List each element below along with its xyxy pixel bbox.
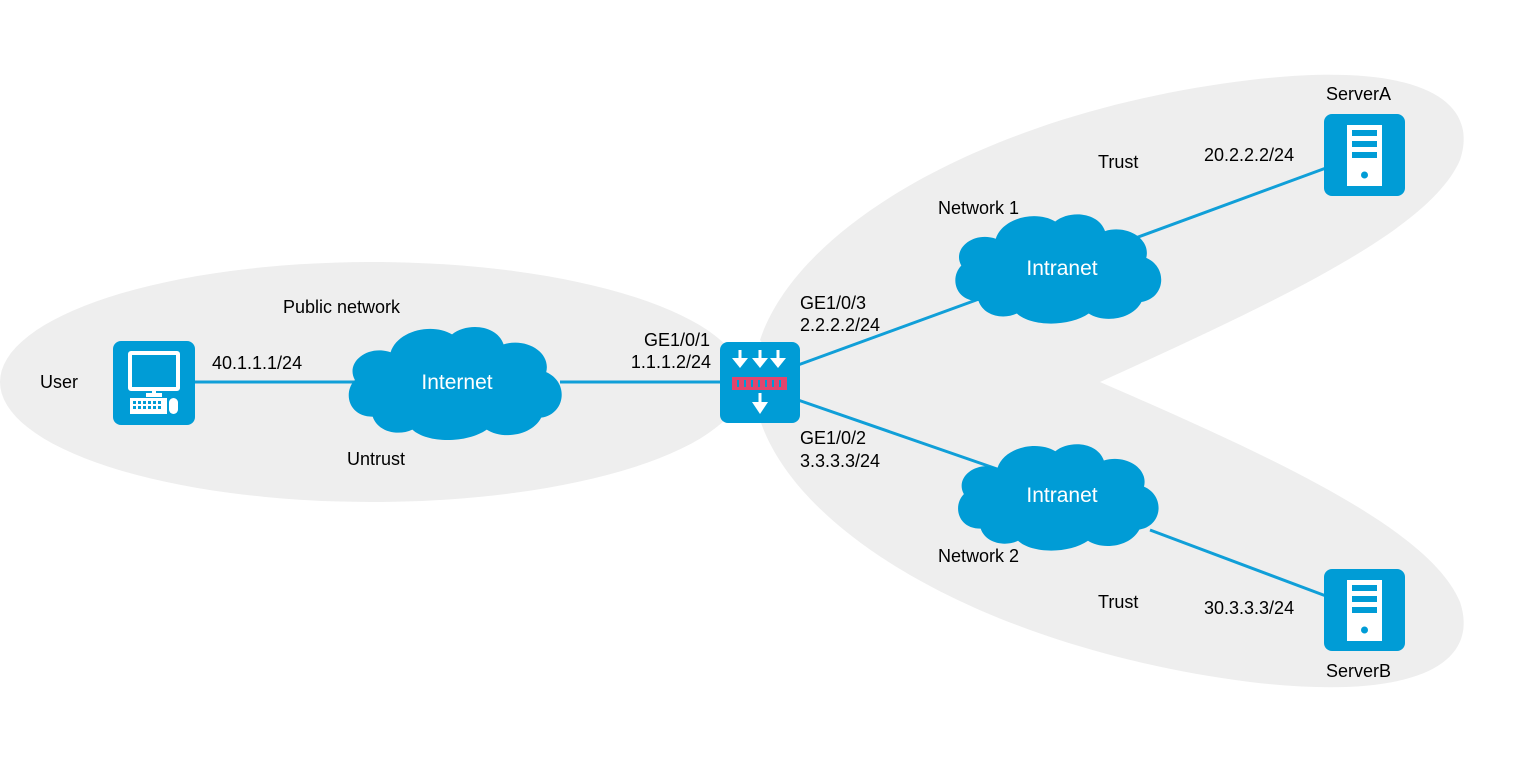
user-label: User — [40, 372, 78, 392]
server-a-ip-label: 20.2.2.2/24 — [1204, 145, 1294, 165]
cloud-intranet-1: Intranet — [955, 214, 1162, 324]
arrow-down-icons — [732, 350, 786, 414]
cloud-internet: Internet — [348, 327, 562, 440]
server-b-label: ServerB — [1326, 661, 1391, 681]
untrust-zone-label: Untrust — [347, 449, 405, 469]
ge3-name-label: GE1/0/3 — [800, 293, 866, 313]
server-a-label: ServerA — [1326, 84, 1391, 104]
public-network-label: Public network — [283, 297, 401, 317]
trust-1-zone-label: Trust — [1098, 152, 1138, 172]
cloud-intranet-2-label: Intranet — [1026, 484, 1097, 507]
cloud-internet-label: Internet — [421, 371, 492, 394]
device-server-b[interactable] — [1324, 569, 1405, 651]
ge2-name-label: GE1/0/2 — [800, 428, 866, 448]
device-user[interactable] — [113, 341, 195, 425]
device-server-a[interactable] — [1324, 114, 1405, 196]
link-intranet2-serverb — [1149, 528, 1327, 598]
link-intranet1-servera — [1129, 166, 1327, 242]
trust-2-zone-label: Trust — [1098, 592, 1138, 612]
ge2-ip-label: 3.3.3.3/24 — [800, 451, 880, 471]
server-b-ip-label: 30.3.3.3/24 — [1204, 598, 1294, 618]
cloud-intranet-2: Intranet — [958, 444, 1159, 551]
network-1-label: Network 1 — [938, 198, 1019, 218]
cloud-intranet-1-label: Intranet — [1026, 257, 1097, 280]
device-firewall[interactable] — [720, 342, 800, 423]
network-2-label: Network 2 — [938, 546, 1019, 566]
link-firewall-intranet1 — [797, 293, 991, 367]
user-ip-label: 40.1.1.1/24 — [212, 353, 302, 373]
ge1-name-label: GE1/0/1 — [644, 330, 710, 350]
mouse-shape — [169, 398, 178, 414]
link-firewall-intranet2 — [797, 398, 1001, 472]
ge1-ip-label: 1.1.1.2/24 — [631, 352, 711, 372]
ge3-ip-label: 2.2.2.2/24 — [800, 315, 880, 335]
